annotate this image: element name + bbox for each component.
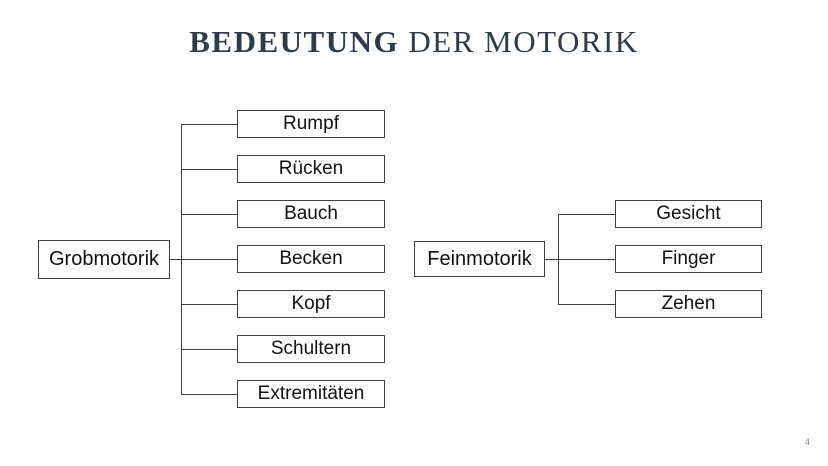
tree-node-box: Gesicht bbox=[615, 200, 762, 228]
tree-node-box: Finger bbox=[615, 245, 762, 273]
tree-node-box: Extremitäten bbox=[237, 380, 385, 408]
connector-line bbox=[558, 304, 615, 305]
connector-line bbox=[558, 214, 615, 215]
tree-node-box: Kopf bbox=[237, 290, 385, 318]
connector-line bbox=[181, 349, 238, 350]
right-tree-root-box: Feinmotorik bbox=[414, 241, 545, 277]
connector-line bbox=[558, 259, 615, 260]
connector-line bbox=[181, 214, 238, 215]
connector-line bbox=[181, 124, 238, 125]
slide-title: BEDEUTUNG DER MOTORIK bbox=[0, 24, 828, 60]
page-number: 4 bbox=[804, 437, 810, 447]
slide-title-emphasis: BEDEUTUNG bbox=[189, 24, 400, 59]
tree-node-box: Bauch bbox=[237, 200, 385, 228]
tree-node-box: Schultern bbox=[237, 335, 385, 363]
tree-node-box: Zehen bbox=[615, 290, 762, 318]
connector-line bbox=[170, 259, 181, 260]
tree-node-box: Becken bbox=[237, 245, 385, 273]
left-tree-root-box: Grobmotorik bbox=[38, 240, 170, 279]
connector-line bbox=[181, 304, 238, 305]
tree-node-box: Rumpf bbox=[237, 110, 385, 138]
tree-node-box: Rücken bbox=[237, 155, 385, 183]
slide-title-rest: DER MOTORIK bbox=[408, 24, 639, 59]
connector-line bbox=[181, 259, 238, 260]
connector-line bbox=[181, 394, 238, 395]
connector-line bbox=[181, 169, 238, 170]
connector-line bbox=[545, 259, 558, 260]
